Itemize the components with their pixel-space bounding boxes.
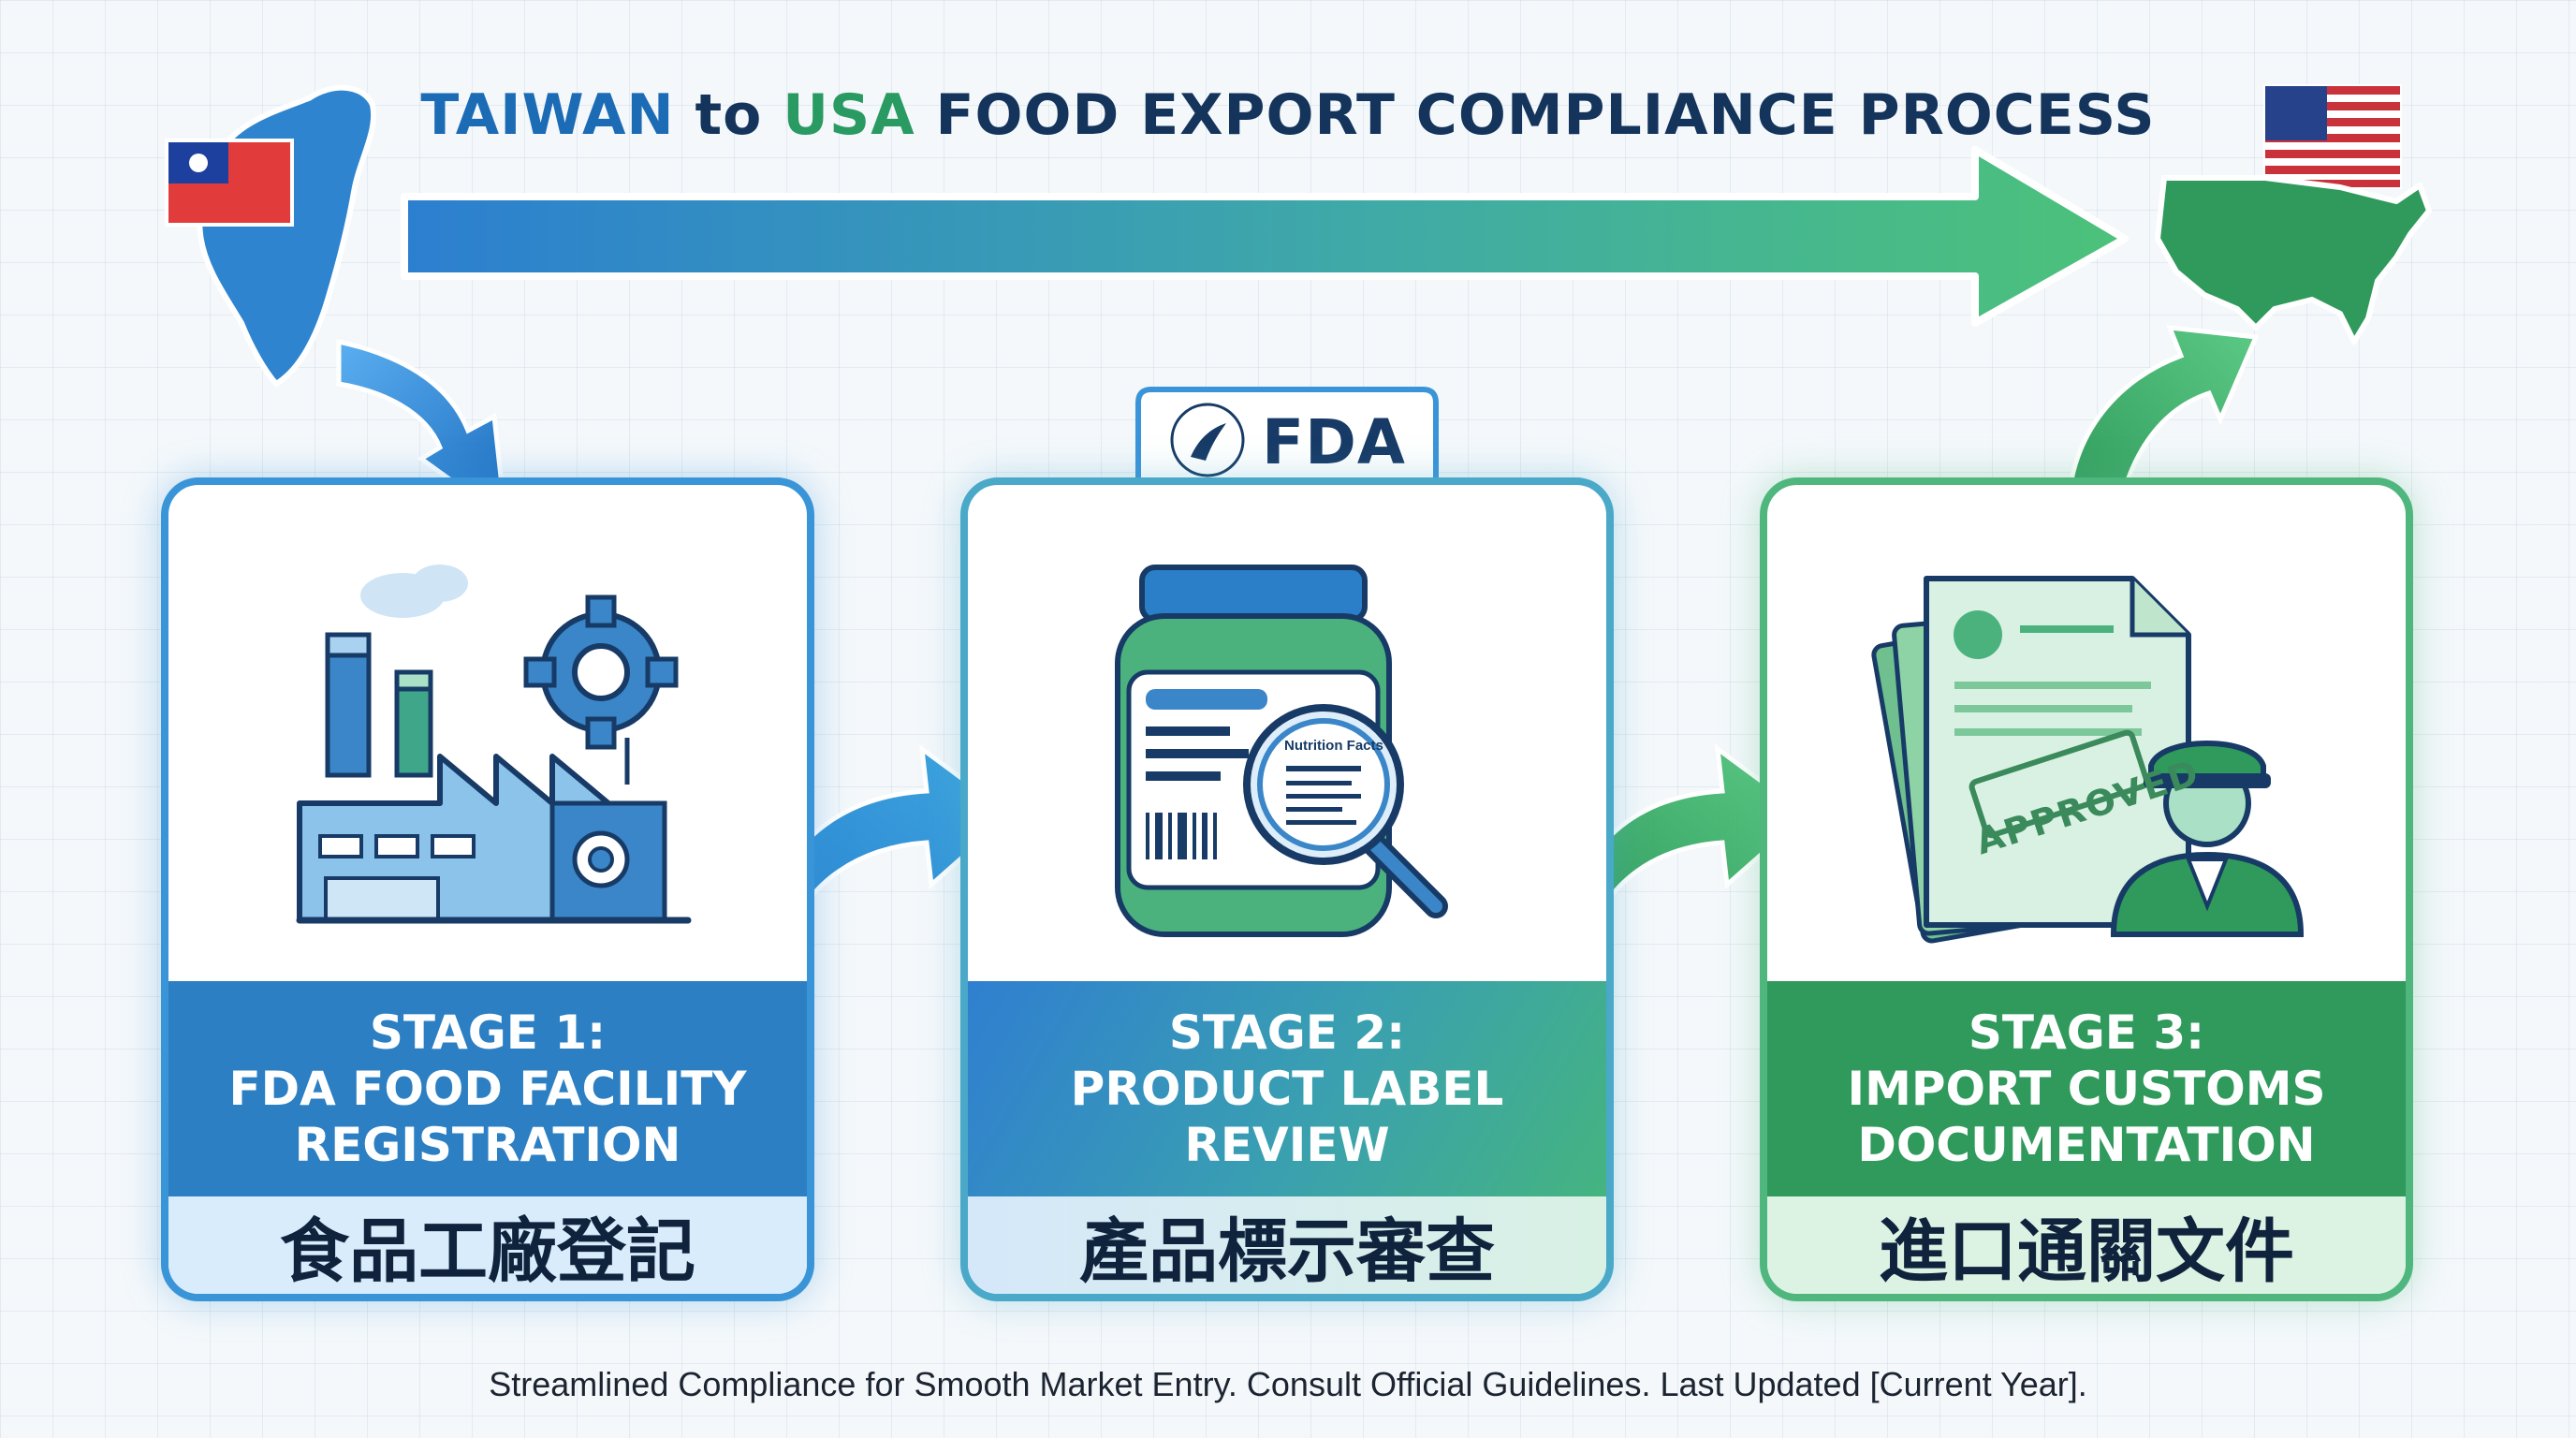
stage-3-chinese-label: 進口通關文件 bbox=[1767, 1196, 2406, 1294]
usa-map-icon bbox=[2155, 175, 2432, 345]
nutrition-facts-label: Nutrition Facts bbox=[1284, 738, 1383, 754]
stage-2-label: STAGE 2: PRODUCT LABEL REVIEW bbox=[968, 981, 1606, 1196]
stage-title-line: PRODUCT LABEL bbox=[1070, 1062, 1504, 1116]
stage-title-line: IMPORT CUSTOMS bbox=[1847, 1062, 2326, 1116]
title-destination: USA bbox=[783, 82, 915, 148]
fda-text: FDA bbox=[1262, 406, 1406, 478]
jar-icon bbox=[1115, 565, 1448, 937]
stage-title-line: REGISTRATION bbox=[294, 1118, 681, 1172]
stage-number: STAGE 2: bbox=[1168, 1005, 1406, 1060]
stage-2-card: Nutrition Facts STAGE 2: PRODUCT LABEL R… bbox=[960, 477, 1614, 1301]
stage-title-line: DOCUMENTATION bbox=[1857, 1118, 2316, 1172]
main-arrow-icon bbox=[401, 146, 2129, 327]
taiwan-map-icon bbox=[197, 84, 377, 388]
stage-title-line: FDA FOOD FACILITY bbox=[228, 1062, 747, 1116]
factory-icon bbox=[296, 565, 692, 924]
title-rest: FOOD EXPORT COMPLIANCE PROCESS bbox=[935, 82, 2156, 148]
curved-arrow-icon bbox=[336, 338, 509, 525]
page-title: TAIWAN to USA FOOD EXPORT COMPLIANCE PRO… bbox=[0, 82, 2576, 148]
magnifier-icon bbox=[1243, 704, 1448, 918]
footer-note: Streamlined Compliance for Smooth Market… bbox=[489, 1365, 2087, 1403]
documents-icon bbox=[1871, 576, 2305, 944]
title-origin: TAIWAN bbox=[420, 82, 675, 148]
title-to: to bbox=[695, 82, 763, 148]
gear-icon bbox=[572, 830, 630, 888]
usa-flag-icon bbox=[2263, 84, 2402, 189]
taiwan-flag-icon bbox=[165, 139, 294, 227]
gear-icon bbox=[523, 594, 679, 750]
stage-1-card: STAGE 1: FDA FOOD FACILITY REGISTRATION … bbox=[161, 477, 814, 1301]
customs-officer-icon bbox=[2110, 741, 2305, 937]
stage-number: STAGE 1: bbox=[369, 1005, 607, 1060]
stage-3-label: STAGE 3: IMPORT CUSTOMS DOCUMENTATION bbox=[1767, 981, 2406, 1196]
curved-arrow-icon bbox=[2066, 325, 2260, 527]
stage-2-chinese-label: 產品標示審查 bbox=[968, 1196, 1606, 1294]
stage-number: STAGE 3: bbox=[1968, 1005, 2205, 1060]
stage-1-label: STAGE 1: FDA FOOD FACILITY REGISTRATION bbox=[168, 981, 807, 1196]
stage-title-line: REVIEW bbox=[1184, 1118, 1390, 1172]
stage-1-chinese-label: 食品工廠登記 bbox=[168, 1196, 807, 1294]
stage-3-card: APPROVED STAGE 3: IMPORT CUSTOMS DOCUMEN… bbox=[1760, 477, 2413, 1301]
